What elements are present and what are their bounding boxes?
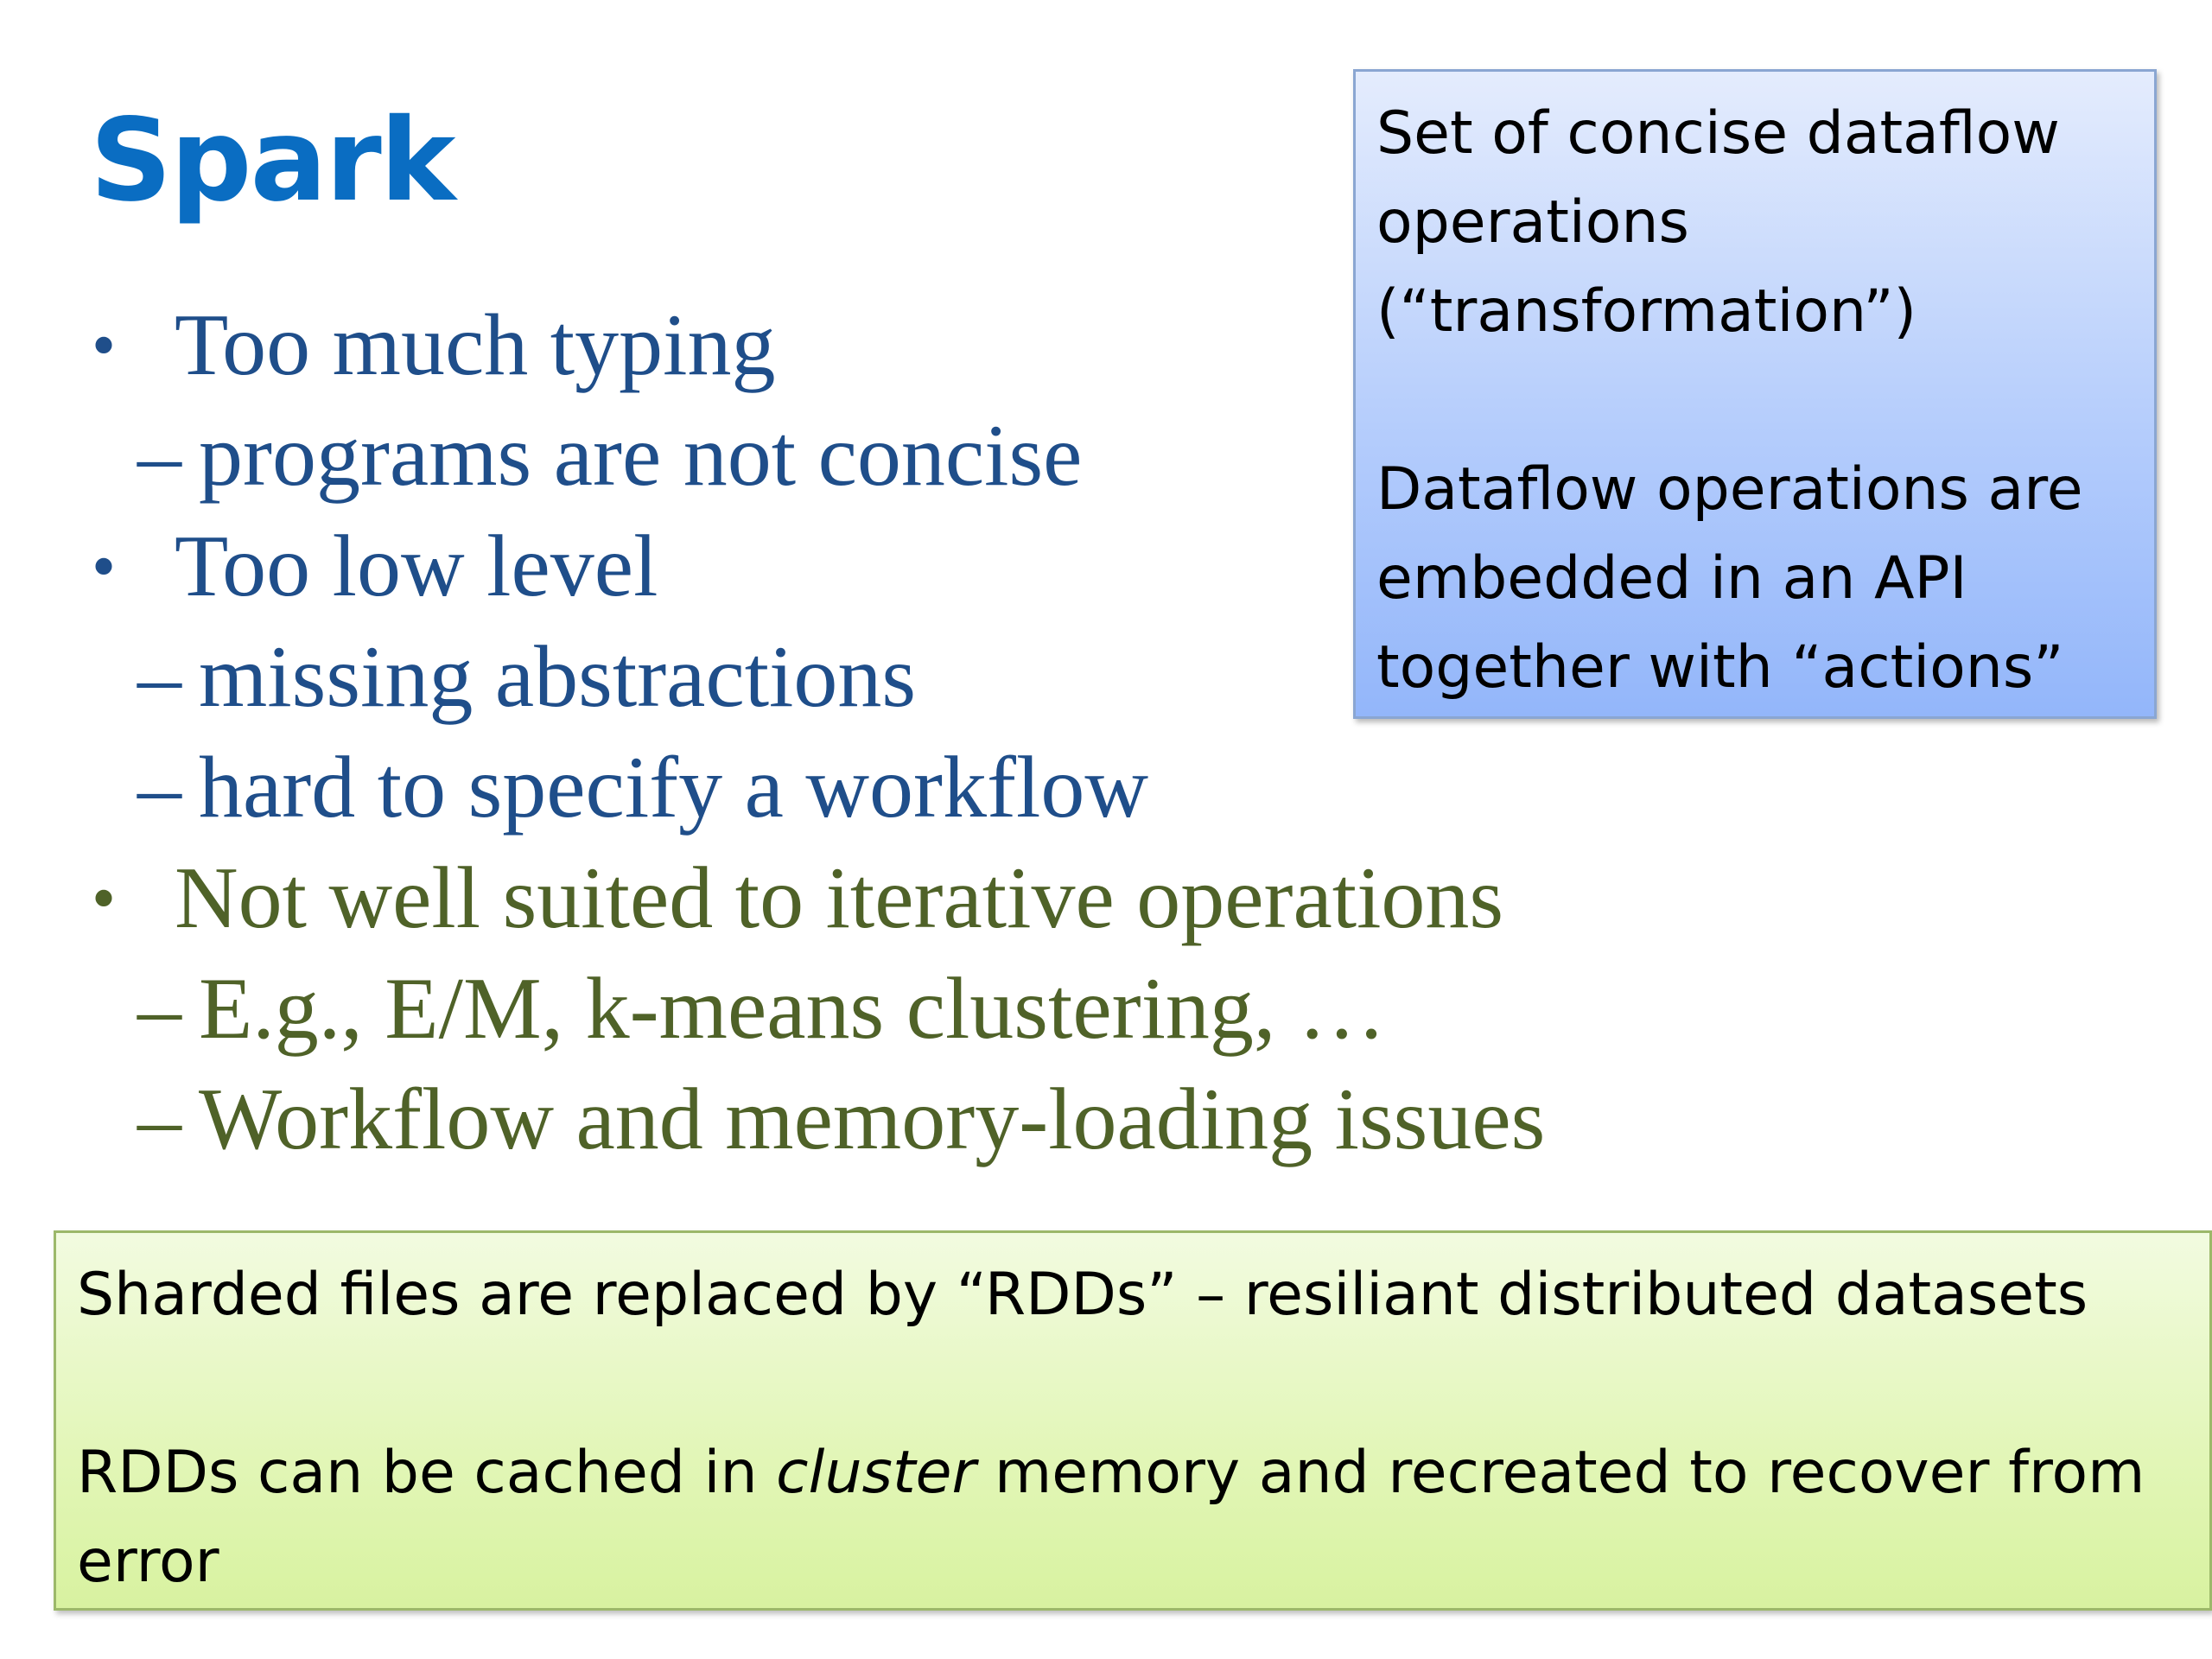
callout-line: operations: [1376, 188, 1689, 257]
bullet-text: Too much typing: [175, 296, 776, 394]
sub-bullet-text: programs are not concise: [199, 407, 1083, 505]
callout-text: memory and recreated to recover from: [976, 1439, 2145, 1507]
sub-bullet-item: – programs are not concise: [83, 401, 1811, 512]
bullet-dot-icon: •: [92, 861, 117, 937]
callout-text: RDDs can be cached in: [77, 1439, 777, 1507]
callout-italic-text: cluster: [776, 1439, 976, 1507]
sub-bullet-text: missing abstractions: [199, 628, 917, 726]
bullet-item-not-well-suited: • Not well suited to iterative operation…: [83, 843, 1811, 954]
paragraph-gap: [1376, 356, 2133, 445]
dash-icon: –: [137, 960, 181, 1058]
transformations-callout-box: Set of concise dataflow operations (“tra…: [1353, 69, 2157, 719]
sub-bullet-text: hard to specify a workflow: [199, 739, 1148, 836]
callout-line-rdd-cached: RDDs can be cached in cluster memory and…: [77, 1428, 2189, 1517]
callout-line: together with “actions”: [1376, 633, 2064, 702]
bullet-dot-icon: •: [92, 529, 117, 605]
sub-bullet-item: – Workflow and memory-loading issues: [83, 1065, 1811, 1175]
sub-bullet-text: E.g., E/M, k-means clustering, …: [199, 960, 1386, 1058]
slide-title: Spark: [90, 94, 456, 227]
sub-bullet-item: – hard to specify a workflow: [83, 733, 1811, 843]
callout-line: Dataflow operations are: [1376, 455, 2083, 524]
rdd-callout-box: Sharded files are replaced by “RDDs” – r…: [54, 1230, 2212, 1611]
paragraph-gap: [77, 1339, 2189, 1428]
dash-icon: –: [137, 628, 181, 726]
dash-icon: –: [137, 1071, 181, 1168]
dash-icon: –: [137, 739, 181, 836]
callout-line: Set of concise dataflow: [1376, 99, 2060, 168]
bullet-item-too-much-typing: • Too much typing: [83, 290, 1811, 401]
bullet-list: • Too much typing – programs are not con…: [83, 290, 1811, 1175]
bullet-item-too-low-level: • Too low level: [83, 512, 1811, 622]
sub-bullet-text: Workflow and memory-loading issues: [199, 1071, 1546, 1168]
dash-icon: –: [137, 407, 181, 505]
callout-line: Sharded files are replaced by “RDDs” – r…: [77, 1261, 2088, 1329]
callout-line: embedded in an API: [1376, 544, 1967, 613]
callout-line: (“transformation”): [1376, 277, 1917, 346]
callout-line: error: [77, 1528, 219, 1596]
sub-bullet-item: – missing abstractions: [83, 622, 1811, 733]
bullet-text: Not well suited to iterative operations: [175, 849, 1504, 947]
bullet-text: Too low level: [175, 518, 658, 615]
sub-bullet-item: – E.g., E/M, k-means clustering, …: [83, 954, 1811, 1065]
bullet-dot-icon: •: [92, 308, 117, 384]
